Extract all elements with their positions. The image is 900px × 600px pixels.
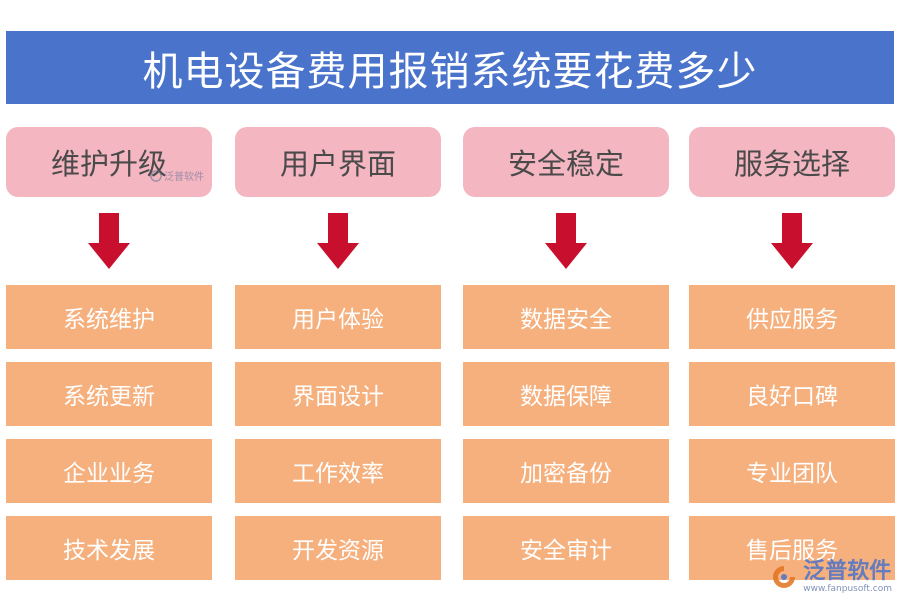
list-item: 数据安全 [463, 285, 669, 349]
list-item: 加密备份 [463, 439, 669, 503]
column-header: 服务选择 [689, 127, 895, 197]
column-maintenance: 维护升级 系统维护 系统更新 企业业务 技术发展 [6, 127, 212, 593]
list-item: 数据保障 [463, 362, 669, 426]
list-item: 专业团队 [689, 439, 895, 503]
column-header: 用户界面 [235, 127, 441, 197]
column-user-interface: 用户界面 用户体验 界面设计 工作效率 开发资源 [235, 127, 441, 593]
list-item: 安全审计 [463, 516, 669, 580]
list-item: 售后服务 [689, 516, 895, 580]
column-header: 安全稳定 [463, 127, 669, 197]
down-arrow-icon [771, 213, 813, 269]
list-item: 界面设计 [235, 362, 441, 426]
column-service: 服务选择 供应服务 良好口碑 专业团队 售后服务 [689, 127, 895, 593]
watermark: 泛普软件 www.fanpusoft.com [771, 560, 892, 594]
down-arrow-icon [88, 213, 130, 269]
list-item: 系统更新 [6, 362, 212, 426]
down-arrow-icon [317, 213, 359, 269]
page-title: 机电设备费用报销系统要花费多少 [142, 48, 758, 95]
list-item: 系统维护 [6, 285, 212, 349]
watermark-url: www.fanpusoft.com [803, 584, 892, 594]
list-item: 工作效率 [235, 439, 441, 503]
mini-watermark-name: 泛普软件 [164, 172, 204, 183]
column-security: 安全稳定 数据安全 数据保障 加密备份 安全审计 [463, 127, 669, 593]
list-item: 用户体验 [235, 285, 441, 349]
logo-icon [773, 566, 796, 588]
down-arrow-icon [545, 213, 587, 269]
list-item: 良好口碑 [689, 362, 895, 426]
list-item: 开发资源 [235, 516, 441, 580]
list-item: 企业业务 [6, 439, 212, 503]
mini-watermark: 泛普软件 [150, 168, 204, 183]
column-header: 维护升级 [6, 127, 212, 197]
watermark-name: 泛普软件 [803, 559, 892, 584]
list-item: 供应服务 [689, 285, 895, 349]
list-item: 技术发展 [6, 516, 212, 580]
logo-icon [150, 169, 162, 182]
title-bar: 机电设备费用报销系统要花费多少 [6, 31, 894, 104]
